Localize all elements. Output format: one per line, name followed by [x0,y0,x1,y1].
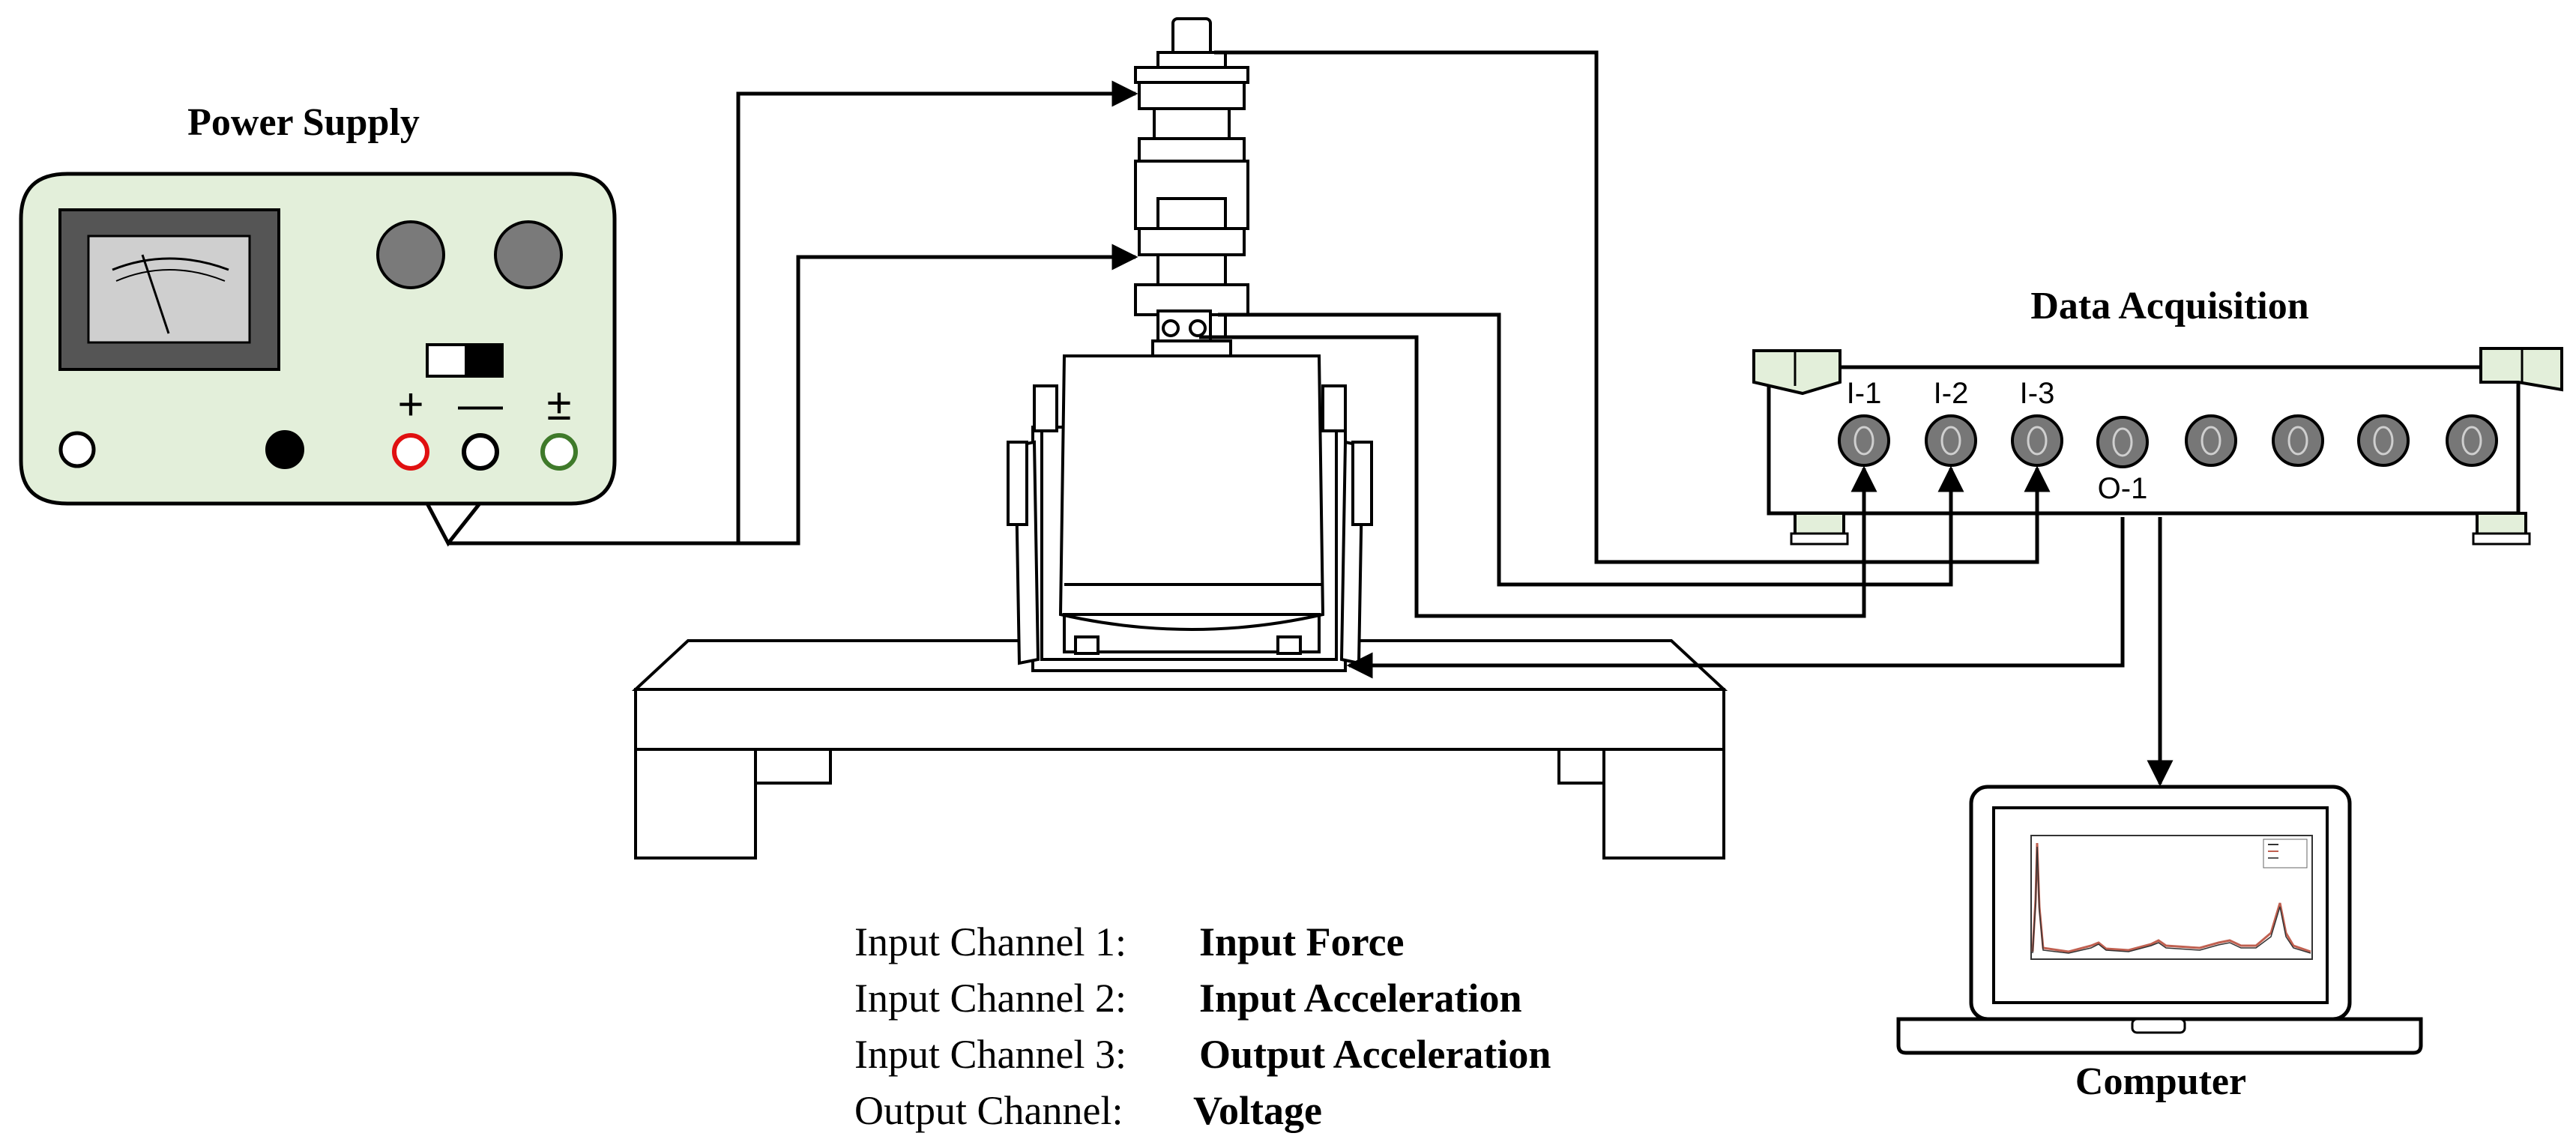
computer: Computer [1896,785,2423,1103]
daq-ports [1838,414,2498,468]
data-acquisition-title: Data Acquisition [2030,285,2308,327]
legend-value: Input Acceleration [1199,976,1521,1021]
legend-key: Input Channel 1: [854,919,1126,964]
power-supply-foot [425,502,481,547]
test-specimen [1134,17,1249,357]
port-i1 [1838,414,1890,467]
data-acquisition: Data Acquisition [1752,285,2563,546]
shaker-frame [1007,354,1373,672]
power-supply-title: Power Supply [187,101,420,144]
power-supply: Power Supply + — ± [19,101,617,547]
knob-icon [494,220,563,289]
signal-cable-input-accel [1218,312,1964,587]
port-label-i1: I-1 [1847,377,1882,410]
channel-legend: Input Channel 1: Input Force Input Chann… [854,919,1551,1133]
power-cable-upper [448,80,1138,546]
screen-plot-icon [2030,835,2313,960]
minus-label: — [458,379,503,429]
legend-key: Output Channel: [854,1088,1123,1133]
computer-title: Computer [2075,1060,2246,1103]
signal-cable-output-accel [1199,335,1877,618]
port-label-i2: I-2 [1934,377,1969,410]
port-i3 [2011,414,2063,467]
positive-terminal [392,433,429,471]
port [2446,414,2498,467]
port-label-o1: O-1 [2098,472,2148,505]
signal-cable-i3 [1864,465,2051,564]
laptop-base [1896,1017,2423,1055]
port [2185,414,2237,467]
analog-meter-icon [58,208,280,371]
port-o1 [2096,416,2149,468]
negative-terminal [462,433,499,471]
terminal-icon [58,431,96,468]
legend-value: Output Acceleration [1199,1032,1551,1077]
legend-value: Input Force [1199,919,1405,964]
port-i2 [1925,414,1977,467]
knob-icon [376,220,445,289]
port [2357,414,2410,467]
ground-terminal [540,433,578,471]
daq-bumper [1752,349,1841,396]
wiring [448,50,2174,787]
legend-value: Voltage [1193,1088,1322,1133]
shaker-table [631,639,1728,860]
terminal-icon [265,430,304,469]
legend-key: Input Channel 2: [854,976,1126,1021]
toggle-switch-icon [426,343,504,378]
signal-cable-input-force [1214,50,1864,564]
plus-label: + [397,379,423,429]
legend-key: Input Channel 3: [854,1032,1126,1077]
port [2272,414,2324,467]
power-cable-lower [738,244,1138,546]
output-cable-voltage [1346,517,2125,679]
ground-label: ± [547,379,572,429]
port-label-i3: I-3 [2020,377,2055,410]
